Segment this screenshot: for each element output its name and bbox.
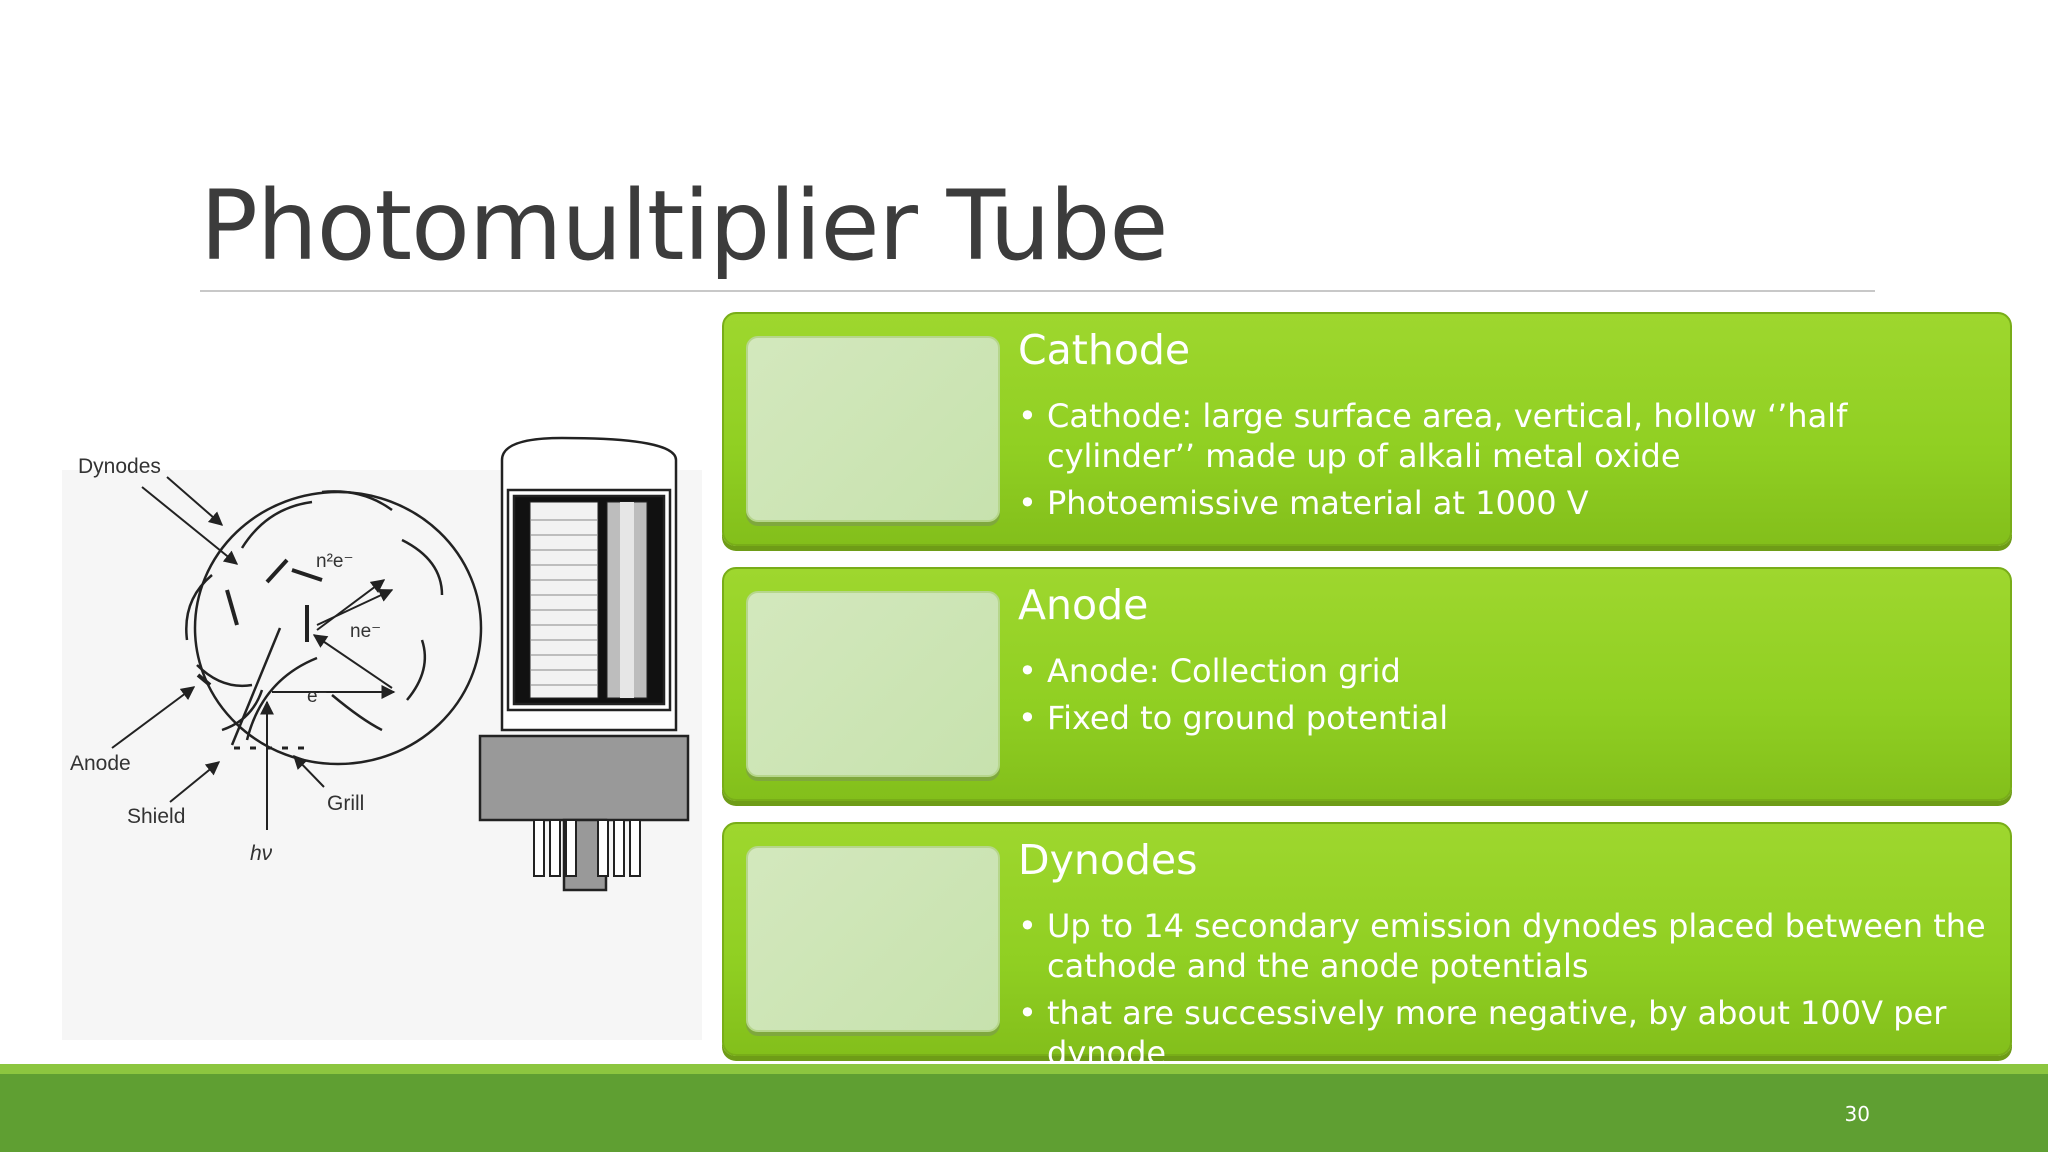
- label-e: e⁻: [307, 686, 328, 707]
- photomultiplier-diagram-svg: Dynodes Anode Shield Grill hν n²e⁻ ne⁻ e…: [70, 436, 690, 892]
- card-thumbnail: [746, 846, 1000, 1032]
- bullet-item: that are successively more negative, by …: [1018, 993, 1990, 1073]
- shield-curve: [245, 656, 318, 741]
- bullet-item: Photoemissive material at 1000 V: [1018, 483, 1990, 523]
- shield-line: [230, 627, 282, 746]
- label-dynodes: Dynodes: [78, 455, 161, 478]
- card-title: Dynodes: [1018, 836, 1198, 884]
- dynode-curve: [406, 639, 427, 701]
- label-hv: hν: [250, 842, 273, 865]
- dynode-bar: [196, 673, 212, 687]
- page-number: 30: [1844, 1102, 1870, 1126]
- card-thumbnail: [746, 591, 1000, 777]
- card-dynodes: Dynodes Up to 14 secondary emission dyno…: [722, 822, 2012, 1072]
- bullet-item: Up to 14 secondary emission dynodes plac…: [1018, 906, 1990, 986]
- dynode-curve: [221, 689, 264, 732]
- card-anode: Anode Anode: Collection grid Fixed to gr…: [722, 567, 2012, 801]
- label-ne: ne⁻: [350, 621, 381, 642]
- label-anode: Anode: [70, 752, 131, 775]
- bullet-list: Anode: Collection grid Fixed to ground p…: [1018, 651, 1990, 745]
- label-shield: Shield: [127, 805, 185, 828]
- card-title: Cathode: [1018, 326, 1191, 374]
- bullet-list: Cathode: large surface area, vertical, h…: [1018, 396, 1990, 530]
- slide-title: Photomultiplier Tube: [200, 170, 1168, 282]
- dynode-curve: [321, 490, 393, 512]
- label-grill: Grill: [327, 792, 364, 815]
- dynode-curve: [331, 694, 383, 732]
- dynode-bar: [265, 558, 289, 584]
- tube-illustration: [478, 436, 690, 892]
- dynode-curve: [185, 574, 213, 641]
- cross-section-schematic: [111, 476, 483, 830]
- tube-base: [478, 734, 690, 822]
- dynode-curve: [240, 500, 313, 549]
- dynode-curve: [401, 538, 444, 596]
- dynode-bar: [225, 589, 239, 626]
- footer-accent-bar: [0, 1064, 2048, 1074]
- dynode-bar: [291, 568, 323, 582]
- card-cathode: Cathode Cathode: large surface area, ver…: [722, 312, 2012, 546]
- bullet-item: Fixed to ground potential: [1018, 698, 1990, 738]
- dynode-curve: [196, 664, 253, 688]
- card-thumbnail: [746, 336, 1000, 522]
- bullet-list: Up to 14 secondary emission dynodes plac…: [1018, 906, 1990, 1080]
- bullet-item: Cathode: large surface area, vertical, h…: [1018, 396, 1990, 476]
- title-divider: [200, 290, 1875, 292]
- card-title: Anode: [1018, 581, 1149, 629]
- footer-bar: 30: [0, 1074, 2048, 1152]
- bullet-item: Anode: Collection grid: [1018, 651, 1990, 691]
- photomultiplier-diagram: Dynodes Anode Shield Grill hν n²e⁻ ne⁻ e…: [62, 430, 702, 1050]
- label-n2e: n²e⁻: [316, 551, 354, 572]
